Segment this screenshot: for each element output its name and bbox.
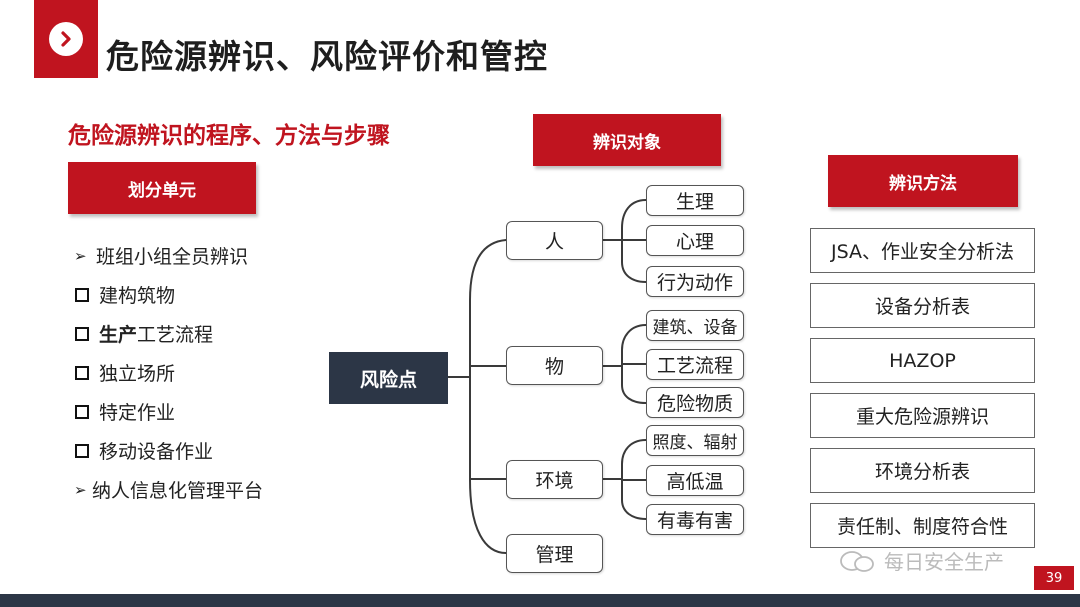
list-item-text: 独立场所: [99, 363, 176, 385]
list-item: 建构筑物: [74, 275, 263, 314]
header-badge: [34, 0, 98, 78]
objects-heading: 辨识对象: [533, 114, 721, 166]
section-subtitle: 危险源辨识的程序、方法与步骤: [68, 123, 390, 149]
square-bullet-icon: [75, 404, 89, 419]
list-item: ➢ 班组小组全员辨识: [74, 236, 263, 275]
branch-node: 环境: [506, 460, 603, 499]
list-item: 移动设备作业: [74, 431, 263, 470]
branch-node: 物: [506, 346, 603, 385]
leaf-node: 生理: [646, 185, 744, 216]
methods-heading: 辨识方法: [828, 155, 1018, 207]
branch-node: 人: [506, 221, 603, 260]
arrow-bullet-icon: ➢: [74, 480, 87, 499]
page-title: 危险源辨识、风险评价和管控: [106, 37, 548, 76]
list-item: 特定作业: [74, 392, 263, 431]
leaf-node: 建筑、设备: [646, 310, 744, 341]
method-box: 环境分析表: [810, 448, 1035, 493]
leaf-node: 高低温: [646, 465, 744, 496]
method-box: HAZOP: [810, 338, 1035, 383]
method-box: 责任制、制度符合性: [810, 503, 1035, 548]
method-box: 设备分析表: [810, 283, 1035, 328]
page-number: 39: [1034, 566, 1074, 590]
list-item: 独立场所: [74, 353, 263, 392]
watermark: 每日安全生产: [838, 546, 1004, 575]
arrow-bullet-icon: ➢: [74, 246, 87, 265]
chevron-right-icon: [49, 22, 83, 56]
list-item-text: 移动设备作业: [99, 441, 214, 463]
list-item: ➢ 纳人信息化管理平台: [74, 470, 263, 509]
leaf-node: 有毒有害: [646, 504, 744, 535]
method-box: JSA、作业安全分析法: [810, 228, 1035, 273]
list-item-text: 工艺流程: [137, 324, 214, 346]
leaf-node: 工艺流程: [646, 349, 744, 380]
square-bullet-icon: [75, 326, 89, 341]
list-item: 生产工艺流程: [74, 314, 263, 353]
leaf-node: 危险物质: [646, 387, 744, 418]
wechat-icon: [840, 550, 874, 572]
list-item-text: 特定作业: [99, 402, 176, 424]
branch-node: 管理: [506, 534, 603, 573]
list-item-text: 纳人信息化管理平台: [92, 480, 264, 502]
list-item-bold-text: 生产: [99, 324, 138, 346]
watermark-text: 每日安全生产: [884, 550, 1004, 574]
list-item-text: 建构筑物: [99, 285, 176, 307]
mindmap-root: 风险点: [329, 352, 448, 404]
leaf-node: 心理: [646, 225, 744, 256]
method-box: 重大危险源辨识: [810, 393, 1035, 438]
units-list: ➢ 班组小组全员辨识 建构筑物 生产工艺流程 独立场所 特定作业 移动设备作业 …: [74, 236, 263, 509]
list-item-text: 班组小组全员辨识: [96, 246, 249, 268]
square-bullet-icon: [75, 287, 89, 302]
square-bullet-icon: [75, 365, 89, 380]
square-bullet-icon: [75, 443, 89, 458]
leaf-node: 行为动作: [646, 266, 744, 297]
leaf-node: 照度、辐射: [646, 425, 744, 456]
footer-bar: [0, 594, 1080, 607]
units-heading: 划分单元: [68, 162, 256, 214]
